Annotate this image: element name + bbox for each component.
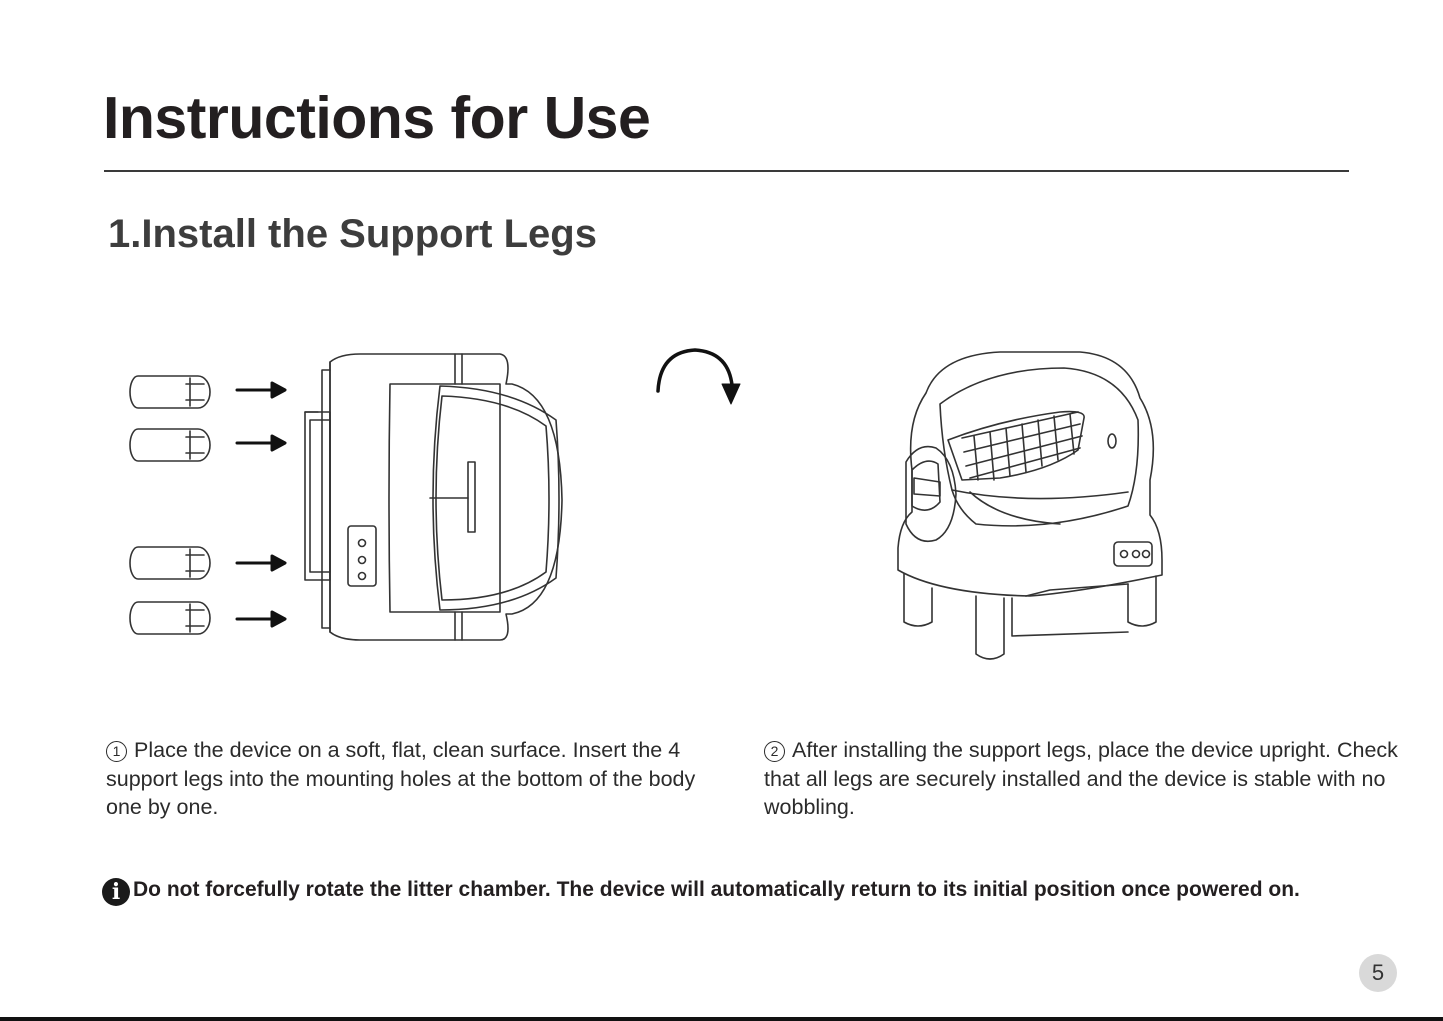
- support-leg-icon: [129, 546, 211, 580]
- warning-text: Do not forcefully rotate the litter cham…: [133, 878, 1300, 901]
- arrow-right-icon: [235, 610, 287, 628]
- page-number: 5: [1359, 954, 1397, 992]
- step-1-text: Place the device on a soft, flat, clean …: [106, 738, 696, 819]
- info-icon: i: [102, 878, 130, 906]
- installation-illustration: [129, 348, 1163, 660]
- step-number-badge: 1: [106, 741, 127, 762]
- page-bottom-border: [0, 1017, 1443, 1021]
- step-2-text: After installing the support legs, place…: [764, 738, 1398, 819]
- arrow-right-icon: [235, 554, 287, 572]
- insert-arrows-group: [235, 381, 287, 628]
- section-heading: 1.Install the Support Legs: [108, 212, 597, 256]
- support-leg-icon: [129, 375, 211, 409]
- step-number-badge: 2: [764, 741, 785, 762]
- title-divider: [104, 170, 1349, 172]
- arrow-right-icon: [235, 381, 287, 399]
- support-leg-icon: [129, 601, 211, 635]
- rotate-arrow-icon: [656, 348, 741, 405]
- device-side-view: [304, 353, 563, 641]
- device-upright-view: [897, 351, 1163, 660]
- support-leg-icon: [129, 428, 211, 462]
- warning-note: i Do not forcefully rotate the litter ch…: [102, 876, 1302, 906]
- arrow-right-icon: [235, 434, 287, 452]
- page-title: Instructions for Use: [103, 85, 651, 151]
- support-legs-group: [129, 375, 211, 635]
